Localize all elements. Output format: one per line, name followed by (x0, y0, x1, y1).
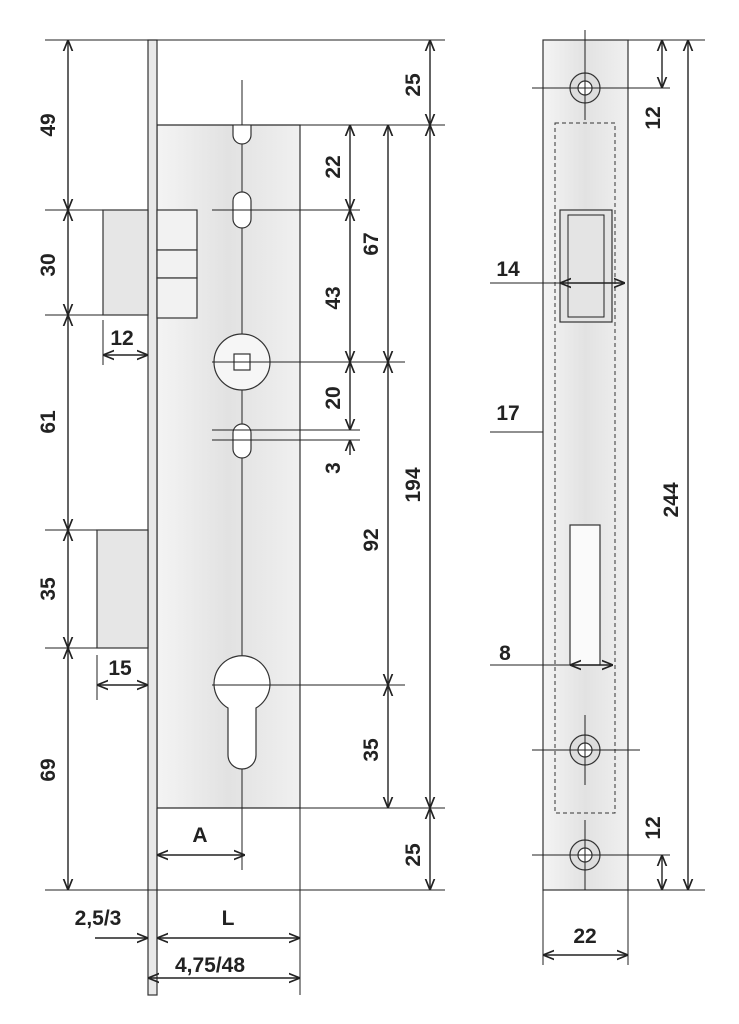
dim-14: 14 (496, 258, 520, 281)
lock-body-outline (554, 122, 616, 814)
latch-inner-1 (156, 209, 198, 251)
latch-bolt (102, 209, 149, 316)
latch-inner-3 (156, 277, 198, 319)
bolt-opening (569, 524, 601, 666)
latch-opening (559, 209, 613, 323)
dim-49: 49 (37, 113, 60, 136)
front-view: 14 17 8 12 12 244 22 (490, 30, 705, 965)
cylinder-cutout (213, 655, 271, 770)
dim-67: 67 (360, 232, 383, 255)
dim-35: 35 (37, 577, 60, 601)
faceplate-side (147, 39, 158, 996)
dimension-labels: 49 30 61 35 69 12 15 2,5/3 A L 4,75/48 2… (37, 73, 425, 977)
dimension-lines (68, 40, 430, 978)
dim-35-cyl: 35 (360, 738, 383, 762)
dim-a: A (192, 824, 207, 847)
dim-69: 69 (37, 758, 60, 781)
dim-17: 17 (496, 402, 519, 425)
side-view: 49 30 61 35 69 12 15 2,5/3 A L 4,75/48 2… (37, 39, 445, 996)
dim-22-width: 22 (573, 925, 596, 948)
dim-8: 8 (499, 642, 511, 665)
dim-3: 3 (322, 462, 345, 474)
slot-bottom (232, 423, 252, 459)
dim-61: 61 (37, 410, 60, 434)
deadbolt (96, 529, 149, 649)
dim-total-depth: 4,75/48 (175, 954, 245, 977)
dim-194: 194 (402, 467, 425, 502)
dim-22: 22 (322, 155, 345, 178)
dim-43: 43 (322, 286, 345, 309)
dim-25-top: 25 (402, 73, 425, 97)
dim-faceplate-thickness: 2,5/3 (75, 907, 122, 930)
dim-244: 244 (660, 482, 683, 517)
dim-20: 20 (322, 386, 345, 409)
dim-30: 30 (37, 253, 60, 276)
top-notch (232, 125, 252, 145)
dim-l: L (222, 907, 235, 930)
dim-92: 92 (360, 528, 383, 551)
latch-inner-2 (156, 249, 198, 279)
dim-12-bottom: 12 (642, 816, 665, 839)
dim-deadbolt-width: 15 (108, 657, 132, 680)
dim-12-top: 12 (642, 106, 665, 129)
dim-25-bottom: 25 (402, 843, 425, 867)
dim-latch-width: 12 (110, 327, 133, 350)
